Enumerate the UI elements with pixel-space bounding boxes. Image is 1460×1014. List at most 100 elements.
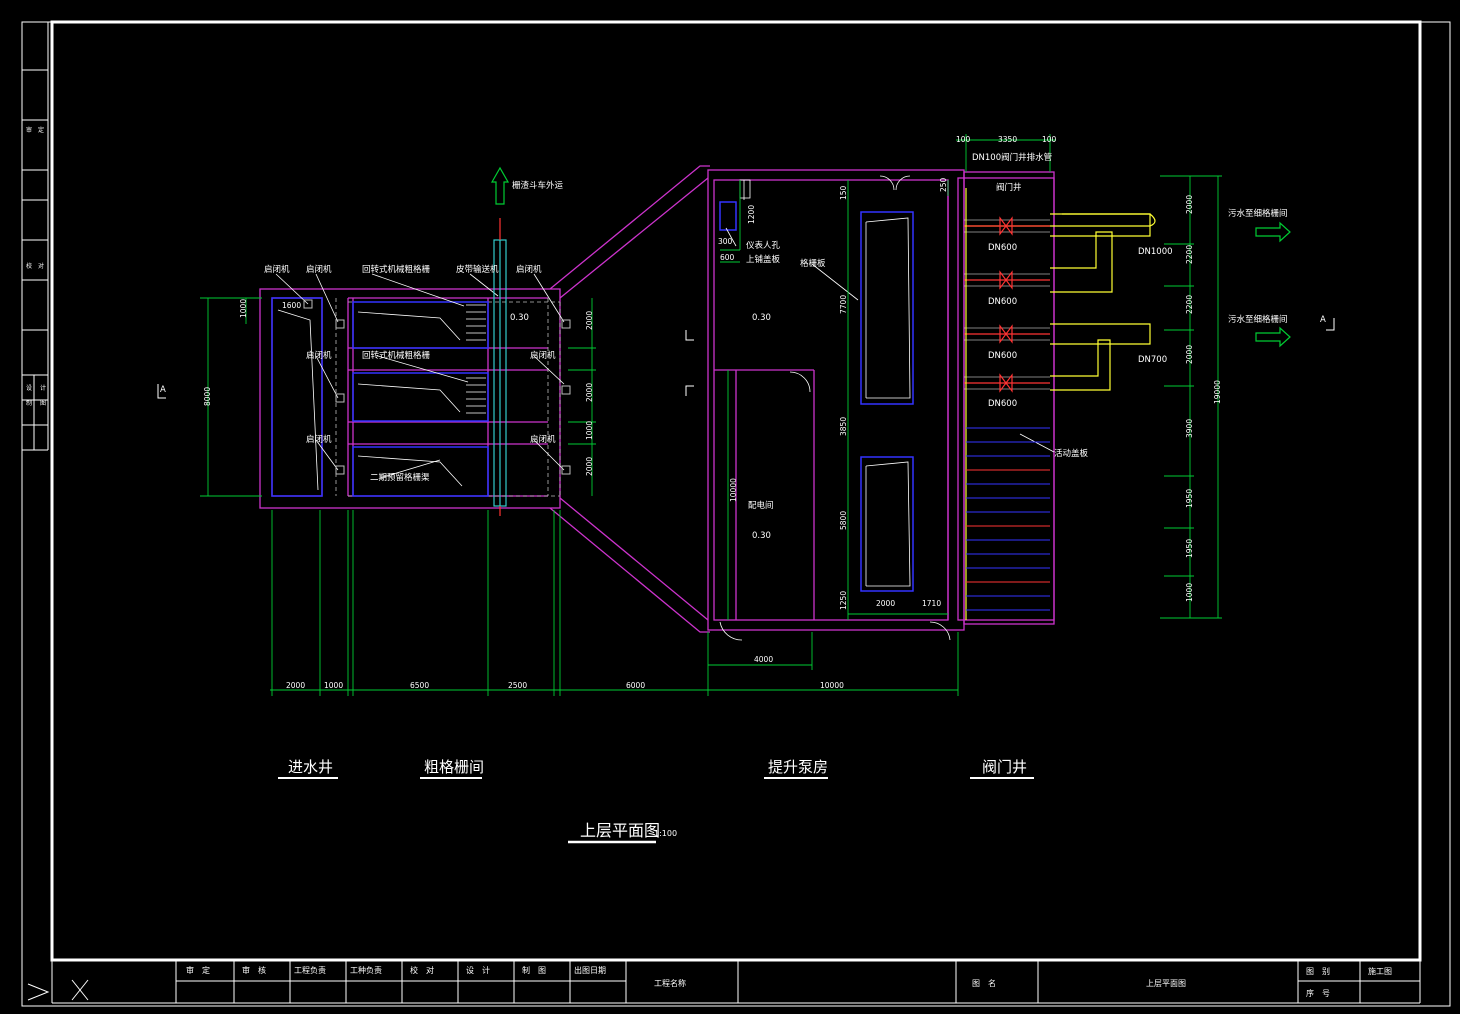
tb-project-label: 工程名称 xyxy=(654,978,686,988)
tb-c4: 工种负责 xyxy=(350,965,382,975)
label-out-2: 污水至细格栅间 xyxy=(1228,314,1288,325)
dim-r-2200b: 2200 xyxy=(1185,295,1194,314)
dim-8000-l: 8000 xyxy=(203,387,212,406)
side-strip-glyph-7: 图 xyxy=(40,400,46,407)
dim-5800: 5800 xyxy=(839,511,848,530)
zone-labels: 进水井 粗格栅间 提升泵房 阀门井 xyxy=(288,758,1027,776)
tb-c8: 出图日期 xyxy=(574,965,606,975)
label-screen-1: 回转式机械粗格栅 xyxy=(362,264,431,275)
label-elev-2: 0.30 xyxy=(752,313,771,323)
movable-cover xyxy=(966,427,1050,611)
dim-r-1000: 1000 xyxy=(1185,583,1194,602)
tb-drawing-label: 图 名 xyxy=(972,978,996,988)
label-dn-big-2: DN700 xyxy=(1138,355,1167,365)
conveyor xyxy=(493,218,507,516)
dim-1200: 1200 xyxy=(747,205,756,224)
gate-devices xyxy=(303,299,571,475)
tb-c5: 校 对 xyxy=(410,965,434,975)
label-gate-7: 启闭机 xyxy=(530,434,556,445)
label-distribution: 配电间 xyxy=(748,500,774,511)
dim-b-6500: 6500 xyxy=(410,681,429,690)
dim-2000-b: 2000 xyxy=(585,383,594,402)
label-gate-1: 启闭机 xyxy=(264,264,290,275)
dim-b-2000: 2000 xyxy=(286,681,305,690)
side-strip: 审 定 校 对 设 计 制 图 xyxy=(26,126,46,407)
tb-c3: 工程负责 xyxy=(294,965,326,975)
equipment xyxy=(271,201,914,592)
dimension-text: 1600 1000 8000 2000 2000 1000 2000 300 1… xyxy=(203,135,1222,690)
dim-1000-l: 1000 xyxy=(239,299,248,318)
label-gate-6: 启闭机 xyxy=(530,350,556,361)
side-strip-glyph-3: 对 xyxy=(38,262,44,270)
dim-1710: 1710 xyxy=(922,599,941,608)
dim-b-2500: 2500 xyxy=(508,681,527,690)
dim-100-b: 100 xyxy=(1042,135,1057,144)
side-strip-glyph-0: 审 xyxy=(26,126,32,134)
label-out-1: 污水至细格栅间 xyxy=(1228,208,1288,219)
dim-r-1950: 1950 xyxy=(1185,489,1194,508)
dimension-lines xyxy=(200,134,1222,696)
label-grate-cover: 格栅板 xyxy=(800,258,826,269)
dim-b-10000: 10000 xyxy=(820,681,844,690)
dim-1000-r: 1000 xyxy=(585,421,594,440)
drawing-title: 上层平面图 1:100 xyxy=(568,821,677,844)
dim-10000-v: 10000 xyxy=(729,478,738,502)
dim-r-2000b: 2000 xyxy=(1185,345,1194,364)
tb-drawing-name: 上层平面图 xyxy=(1146,979,1186,988)
tb-tu-value: 施工图 xyxy=(1368,966,1392,976)
walls xyxy=(259,165,1055,633)
label-gate-5: 启闭机 xyxy=(516,264,542,275)
side-strip-glyph-5: 计 xyxy=(40,384,46,392)
label-section-a-right: A xyxy=(1320,315,1326,325)
section-markers xyxy=(157,318,1335,399)
label-dn-2: DN600 xyxy=(988,297,1017,307)
label-movable-cover: 活动盖板 xyxy=(1054,448,1089,459)
tb-seq-label: 序 号 xyxy=(1306,988,1330,998)
label-cover: 上铺盖板 xyxy=(746,254,781,265)
pipes xyxy=(964,188,1156,620)
title-scale: 1:100 xyxy=(654,829,677,838)
title-text: 上层平面图 xyxy=(580,821,660,840)
tb-c1: 审 定 xyxy=(186,965,210,975)
dim-2000-a: 2000 xyxy=(585,311,594,330)
side-strip-glyph-1: 定 xyxy=(38,126,44,134)
zone-coarse: 粗格栅间 xyxy=(424,758,484,776)
tb-c2: 审 核 xyxy=(242,965,266,975)
tb-tu-label: 图 别 xyxy=(1306,967,1330,976)
labels: 栅渣斗车外运 启闭机 启闭机 启闭机 启闭机 启闭机 启闭机 启闭机 回转式机械… xyxy=(160,152,1326,541)
hidden-lines xyxy=(335,298,561,497)
label-dn-3: DN600 xyxy=(988,351,1017,361)
equipment-detail xyxy=(275,175,1055,641)
dim-r-2200: 2200 xyxy=(1185,245,1194,264)
dim-r-2000: 2000 xyxy=(1185,195,1194,214)
dim-2000-c: 2000 xyxy=(585,457,594,476)
zone-inlet: 进水井 xyxy=(288,758,333,776)
dim-300: 300 xyxy=(718,237,733,246)
zone-pump: 提升泵房 xyxy=(768,758,828,776)
label-gate-3: 启闭机 xyxy=(306,350,332,361)
label-dn-4: DN600 xyxy=(988,399,1017,409)
label-dn-1: DN600 xyxy=(988,243,1017,253)
tb-c7: 制 图 xyxy=(522,965,546,975)
label-dn-big-1: DN1000 xyxy=(1138,247,1173,257)
dim-7700: 7700 xyxy=(839,295,848,314)
dim-100-a: 100 xyxy=(956,135,971,144)
dim-r-1950b: 1950 xyxy=(1185,539,1194,558)
side-strip-glyph-6: 制 xyxy=(26,399,32,407)
tb-c6: 设 计 xyxy=(466,965,490,975)
dim-b-6000: 6000 xyxy=(626,681,645,690)
dim-b-1000: 1000 xyxy=(324,681,343,690)
label-gate-4: 启闭机 xyxy=(306,434,332,445)
label-elev-1: 0.30 xyxy=(510,313,529,323)
label-valve-drain: DN100阀门井排水管 xyxy=(972,152,1052,163)
dim-1250: 1250 xyxy=(839,591,848,610)
label-screen-3: 二期预留格栅渠 xyxy=(370,472,430,483)
dim-3850: 3850 xyxy=(839,417,848,436)
dim-250: 250 xyxy=(939,177,948,192)
side-strip-glyph-4: 设 xyxy=(26,384,32,392)
dim-r-3900: 3900 xyxy=(1185,419,1194,438)
dim-r-19000: 19000 xyxy=(1213,380,1222,404)
dim-b-4000: 4000 xyxy=(754,655,773,664)
dim-600: 600 xyxy=(720,253,735,262)
label-valve-well: 阀门井 xyxy=(996,182,1022,193)
